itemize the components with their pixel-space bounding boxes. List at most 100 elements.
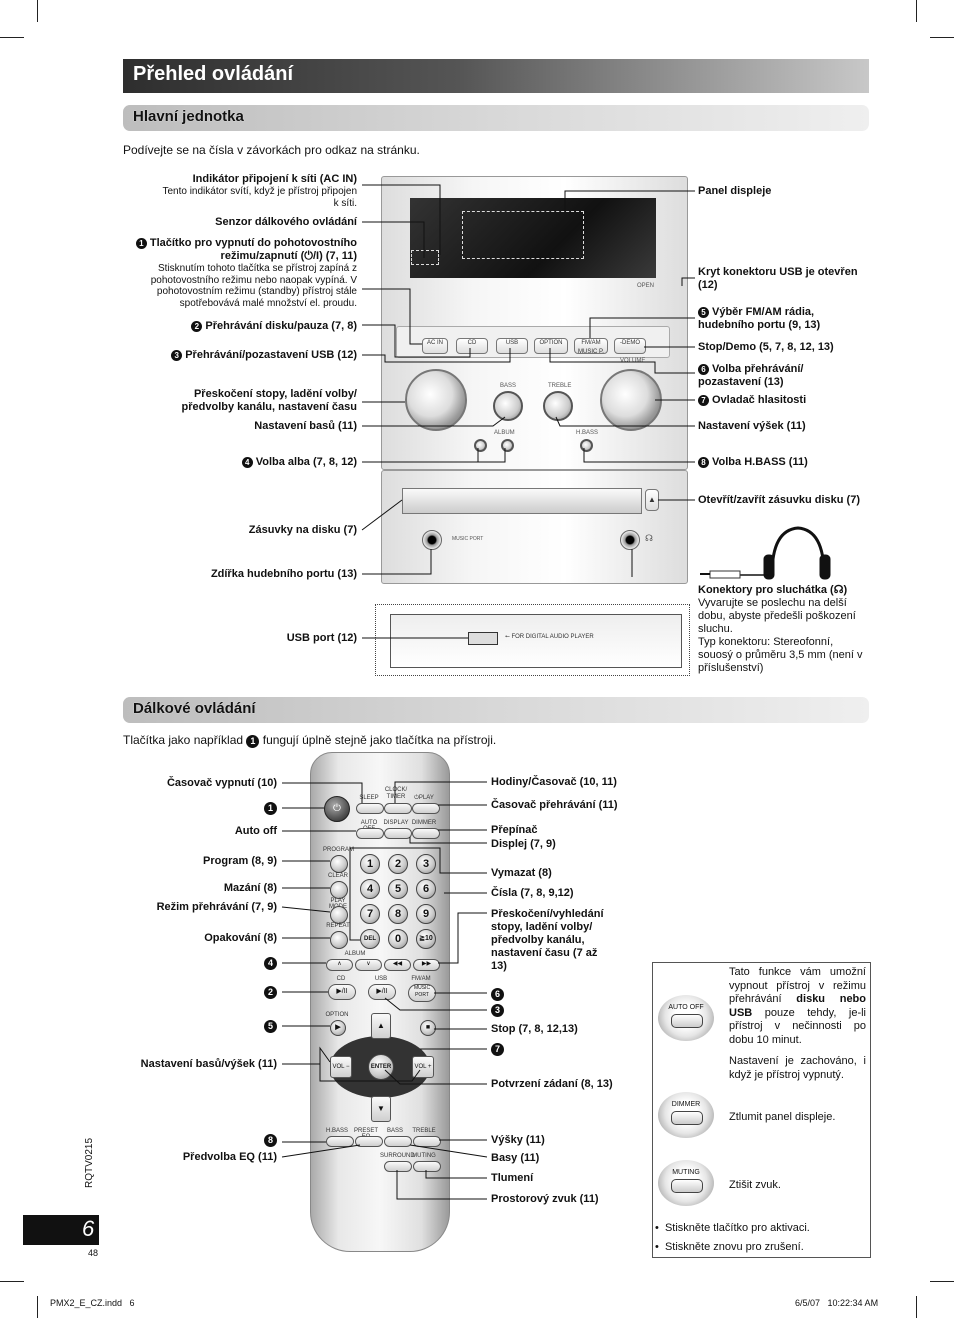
enter-button[interactable]: ENTER xyxy=(368,1054,394,1080)
crop-mark xyxy=(37,1296,38,1318)
skip-back-button[interactable]: ◀◀ xyxy=(384,959,411,971)
volume-knob[interactable] xyxy=(600,369,662,431)
muting-button[interactable] xyxy=(413,1161,441,1172)
label-play-mode: Režim přehrávání (7, 9) xyxy=(156,901,277,913)
page-number: 6 xyxy=(82,1216,95,1241)
sleep-button[interactable] xyxy=(356,803,384,814)
skip-tuning-knob[interactable] xyxy=(405,369,467,431)
fm-am-music-port-button[interactable]: FM/AM MUSIC P. xyxy=(574,338,608,355)
delete-button[interactable]: DEL xyxy=(360,929,380,949)
skip-forward-button[interactable]: ▶▶ xyxy=(413,959,440,971)
down-button[interactable]: ▼ xyxy=(371,1096,391,1122)
usb-play-pause-button[interactable]: ▶/II xyxy=(368,984,396,1000)
cd-play-pause-button[interactable]: CD xyxy=(456,338,488,354)
stop-button[interactable]: ■ xyxy=(420,1020,436,1036)
auto-off-description: Tato funkce vám umožní vypnout přístroj … xyxy=(729,966,866,1046)
label-usb-cover: Kryt konektoru USB je otevřen (12) xyxy=(698,266,858,291)
usb-play-pause-button[interactable]: USB xyxy=(496,338,528,354)
power-button[interactable]: ⏻ xyxy=(324,796,350,822)
auto-off-note: Nastavení je zachováno, i když je přístr… xyxy=(729,1055,866,1081)
label-album: 4 xyxy=(120,957,277,970)
label-switch: Přepínač xyxy=(491,824,538,836)
vol-up-button[interactable]: VOL + xyxy=(412,1056,434,1078)
number-1-button[interactable]: 1 xyxy=(360,854,380,874)
auto-off-button[interactable] xyxy=(356,828,384,839)
display-button[interactable] xyxy=(384,828,412,839)
surround-button[interactable] xyxy=(384,1161,412,1172)
clear-button[interactable] xyxy=(330,881,348,899)
dimmer-description: Ztlumit panel displeje. xyxy=(729,1111,836,1123)
label-headphones: Konektory pro sluchátka (☊)Vyvarujte se … xyxy=(698,584,863,674)
dimmer-button[interactable] xyxy=(412,828,440,839)
label-display-panel: Panel displeje xyxy=(698,185,772,197)
album-label: ALBUM xyxy=(494,430,515,436)
label-disc-tray: Zásuvky na disku (7) xyxy=(248,524,357,536)
section-heading-text: Hlavní jednotka xyxy=(133,108,244,125)
album-up-button[interactable]: ∨ xyxy=(355,959,382,971)
usb-panel xyxy=(390,614,682,668)
number-0-button[interactable]: 0 xyxy=(388,929,408,949)
program-button[interactable] xyxy=(330,855,348,873)
number-4-button[interactable]: 4 xyxy=(360,879,380,899)
vol-down-button[interactable]: VOL − xyxy=(330,1056,352,1078)
bass-button[interactable] xyxy=(384,1136,412,1147)
album-up-button[interactable] xyxy=(501,439,514,452)
usb-port[interactable] xyxy=(468,632,498,645)
cd-play-pause-button[interactable]: ▶/II xyxy=(328,984,356,1000)
label-stop: Stop (7, 8, 12,13) xyxy=(491,1023,578,1035)
music-port-jack[interactable] xyxy=(422,530,442,550)
muting-description: Ztišit zvuk. xyxy=(729,1179,781,1191)
clock-timer-button[interactable] xyxy=(384,803,412,814)
number-3-button[interactable]: 3 xyxy=(416,854,436,874)
number-10-button[interactable]: ≧10 xyxy=(416,929,436,949)
hbass-button[interactable] xyxy=(326,1136,354,1147)
stop-demo-button[interactable]: -DEMO xyxy=(614,338,646,354)
up-button[interactable]: ▲ xyxy=(371,1013,391,1039)
dimmer-key-caption: DIMMER xyxy=(671,1101,701,1108)
option-play-pause-button[interactable]: OPTION xyxy=(534,338,568,354)
label-power: 1 xyxy=(120,802,277,815)
side-code: RQTV0215 xyxy=(84,1137,95,1188)
repeat-button[interactable] xyxy=(330,931,348,949)
preset-eq-button[interactable] xyxy=(355,1136,383,1147)
auto-off-key-caption: AUTO OFF xyxy=(668,1004,704,1011)
album-down-button[interactable]: ∧ xyxy=(326,959,353,971)
section-heading-text: Dálkové ovládání xyxy=(133,700,256,717)
bass-knob[interactable] xyxy=(493,391,523,421)
number-7-button[interactable]: 7 xyxy=(360,904,380,924)
crop-mark xyxy=(916,0,917,22)
hbass-button[interactable] xyxy=(580,439,593,452)
number-8-button[interactable]: 8 xyxy=(388,904,408,924)
treble-button[interactable] xyxy=(413,1136,441,1147)
album-down-button[interactable] xyxy=(474,439,487,452)
muting-key-caption: MUTING xyxy=(672,1169,700,1176)
treble-knob[interactable] xyxy=(543,391,573,421)
fm-am-music-port-button[interactable]: MUSIC PORT xyxy=(408,984,436,1002)
number-5-button[interactable]: 5 xyxy=(388,879,408,899)
crop-mark xyxy=(930,1281,954,1282)
dimmer-key-button xyxy=(671,1111,703,1125)
label-program: Program (8, 9) xyxy=(203,855,277,867)
open-close-button[interactable]: ▲ xyxy=(645,489,659,511)
option-play-pause-button[interactable]: ▶ xyxy=(330,1020,346,1036)
disc-tray[interactable] xyxy=(402,488,642,514)
treble-key-label: TREBLE xyxy=(412,1128,436,1134)
headphone-jack[interactable] xyxy=(620,530,640,550)
number-2-button[interactable]: 2 xyxy=(388,854,408,874)
main-unit-intro: Podívejte se na čísla v závorkách pro od… xyxy=(123,143,420,157)
number-6-button[interactable]: 6 xyxy=(416,879,436,899)
play-timer-button[interactable] xyxy=(412,803,440,814)
number-9-button[interactable]: 9 xyxy=(416,904,436,924)
standby-button[interactable]: AC IN xyxy=(422,338,448,354)
label-repeat: Opakování (8) xyxy=(204,932,277,944)
treble-label: TREBLE xyxy=(548,383,572,389)
play-mode-button[interactable] xyxy=(330,906,348,924)
label-surround: Prostorový zvuk (11) xyxy=(491,1193,599,1205)
usb-key-label: USB xyxy=(374,976,388,982)
label-music-port: Zdířka hudebního portu (13) xyxy=(210,568,357,580)
label-numbers: Čísla (7, 8, 9,12) xyxy=(491,887,574,899)
label-open-close: Otevřít/zavřít zásuvku disku (7) xyxy=(698,494,860,506)
